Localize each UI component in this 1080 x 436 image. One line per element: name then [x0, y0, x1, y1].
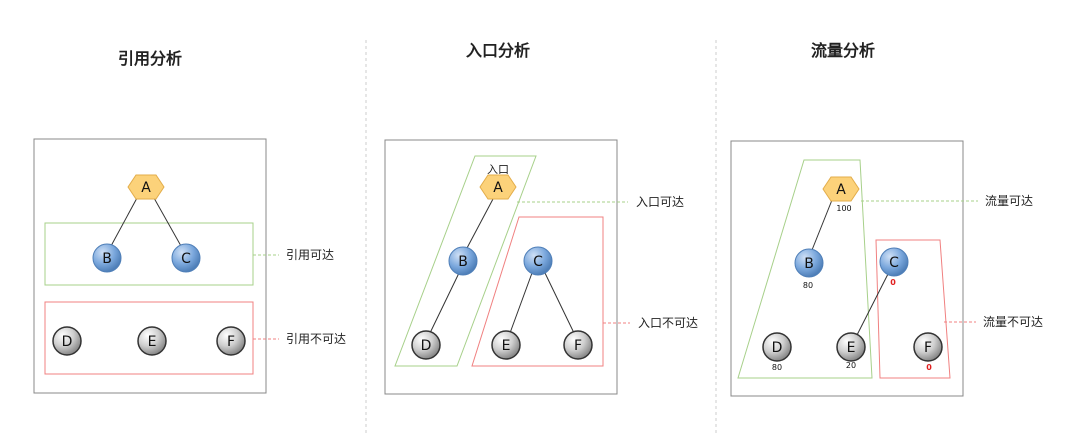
reachable-label: 引用可达	[286, 248, 334, 262]
gray-node-shape	[913, 332, 943, 362]
node-f: F	[216, 326, 246, 356]
node-label: F	[227, 334, 235, 350]
blue-node-shape	[171, 243, 201, 273]
entry-label: 入口	[487, 163, 509, 176]
gray-node-shape	[52, 326, 82, 356]
node-value: 0	[926, 363, 932, 372]
node-e: E	[137, 326, 167, 356]
gray-node-shape	[563, 330, 593, 360]
node-label: A	[141, 180, 151, 196]
panel-traffic-analysis: 流量分析 A 100 B 80 C 0 D 80 E 20	[730, 41, 1043, 397]
panel-title: 引用分析	[118, 49, 182, 68]
gray-node-shape	[411, 330, 441, 360]
unreachable-label: 引用不可达	[286, 332, 346, 346]
node-label: D	[772, 340, 783, 356]
reachable-label: 流量可达	[985, 194, 1033, 208]
unreachable-region	[44, 301, 254, 375]
panel-frame	[730, 140, 964, 397]
edge-a-c	[153, 197, 182, 247]
blue-node-shape	[448, 246, 478, 276]
node-c: C	[171, 243, 201, 273]
node-b: B	[92, 243, 122, 273]
gray-node-shape	[836, 332, 866, 362]
gray-node-shape	[216, 326, 246, 356]
hexagon-node-shape	[479, 174, 517, 200]
node-value: 100	[836, 204, 851, 213]
node-label: B	[458, 254, 468, 270]
unreachable-region	[471, 216, 604, 367]
edge-c-f	[544, 272, 575, 334]
node-d: D	[411, 330, 441, 360]
node-label: B	[804, 256, 814, 272]
node-label: A	[493, 180, 503, 196]
edge-b-d	[429, 272, 460, 334]
gray-node-shape	[137, 326, 167, 356]
node-a: A	[127, 174, 165, 200]
node-label: E	[148, 334, 157, 350]
node-label: C	[181, 251, 191, 267]
node-c: C	[523, 246, 553, 276]
node-a: A 100	[822, 176, 860, 213]
reachable-label: 入口可达	[636, 195, 684, 209]
panel-title: 入口分析	[466, 41, 530, 60]
blue-node-shape	[523, 246, 553, 276]
edge-a-b	[466, 198, 494, 249]
node-f: F	[563, 330, 593, 360]
node-label: F	[574, 338, 582, 354]
blue-node-shape	[92, 243, 122, 273]
edge-a-b	[110, 197, 138, 247]
node-value: 80	[772, 363, 782, 372]
node-label: C	[889, 255, 899, 271]
node-value: 20	[846, 361, 856, 370]
edge-c-e	[856, 273, 889, 336]
node-label: B	[102, 251, 112, 267]
panel-entry-analysis: 入口分析 入口 A B C D E F	[384, 41, 698, 395]
edge-a-b	[811, 199, 833, 251]
blue-node-shape	[879, 247, 909, 277]
reachable-region	[394, 155, 537, 367]
reachable-region	[737, 159, 873, 379]
node-label: E	[502, 338, 511, 354]
node-c: C 0	[879, 247, 909, 287]
node-b: B 80	[794, 248, 824, 290]
node-a: A	[479, 174, 517, 200]
node-value: 0	[890, 278, 896, 287]
panel-title: 流量分析	[811, 41, 875, 60]
hexagon-node-shape	[822, 176, 860, 202]
gray-node-shape	[762, 332, 792, 362]
unreachable-label: 入口不可达	[638, 316, 698, 330]
node-value: 80	[803, 281, 813, 290]
node-label: E	[847, 340, 856, 356]
panel-frame	[384, 139, 618, 395]
gray-node-shape	[491, 330, 521, 360]
node-label: F	[924, 340, 932, 356]
node-b: B	[448, 246, 478, 276]
node-label: A	[836, 182, 846, 198]
unreachable-region	[875, 239, 951, 379]
node-label: D	[62, 334, 73, 350]
node-label: D	[421, 338, 432, 354]
node-f: F 0	[913, 332, 943, 372]
node-d: D 80	[762, 332, 792, 372]
edge-c-e	[509, 272, 533, 334]
blue-node-shape	[794, 248, 824, 278]
hexagon-node-shape	[127, 174, 165, 200]
node-e: E 20	[836, 332, 866, 370]
node-e: E	[491, 330, 521, 360]
unreachable-label: 流量不可达	[983, 315, 1043, 329]
panel-reference-analysis: 引用分析 A B C D E F 引用可达	[33, 49, 346, 394]
panel-frame	[33, 138, 267, 394]
reachable-region	[44, 222, 254, 286]
node-label: C	[533, 254, 543, 270]
node-d: D	[52, 326, 82, 356]
